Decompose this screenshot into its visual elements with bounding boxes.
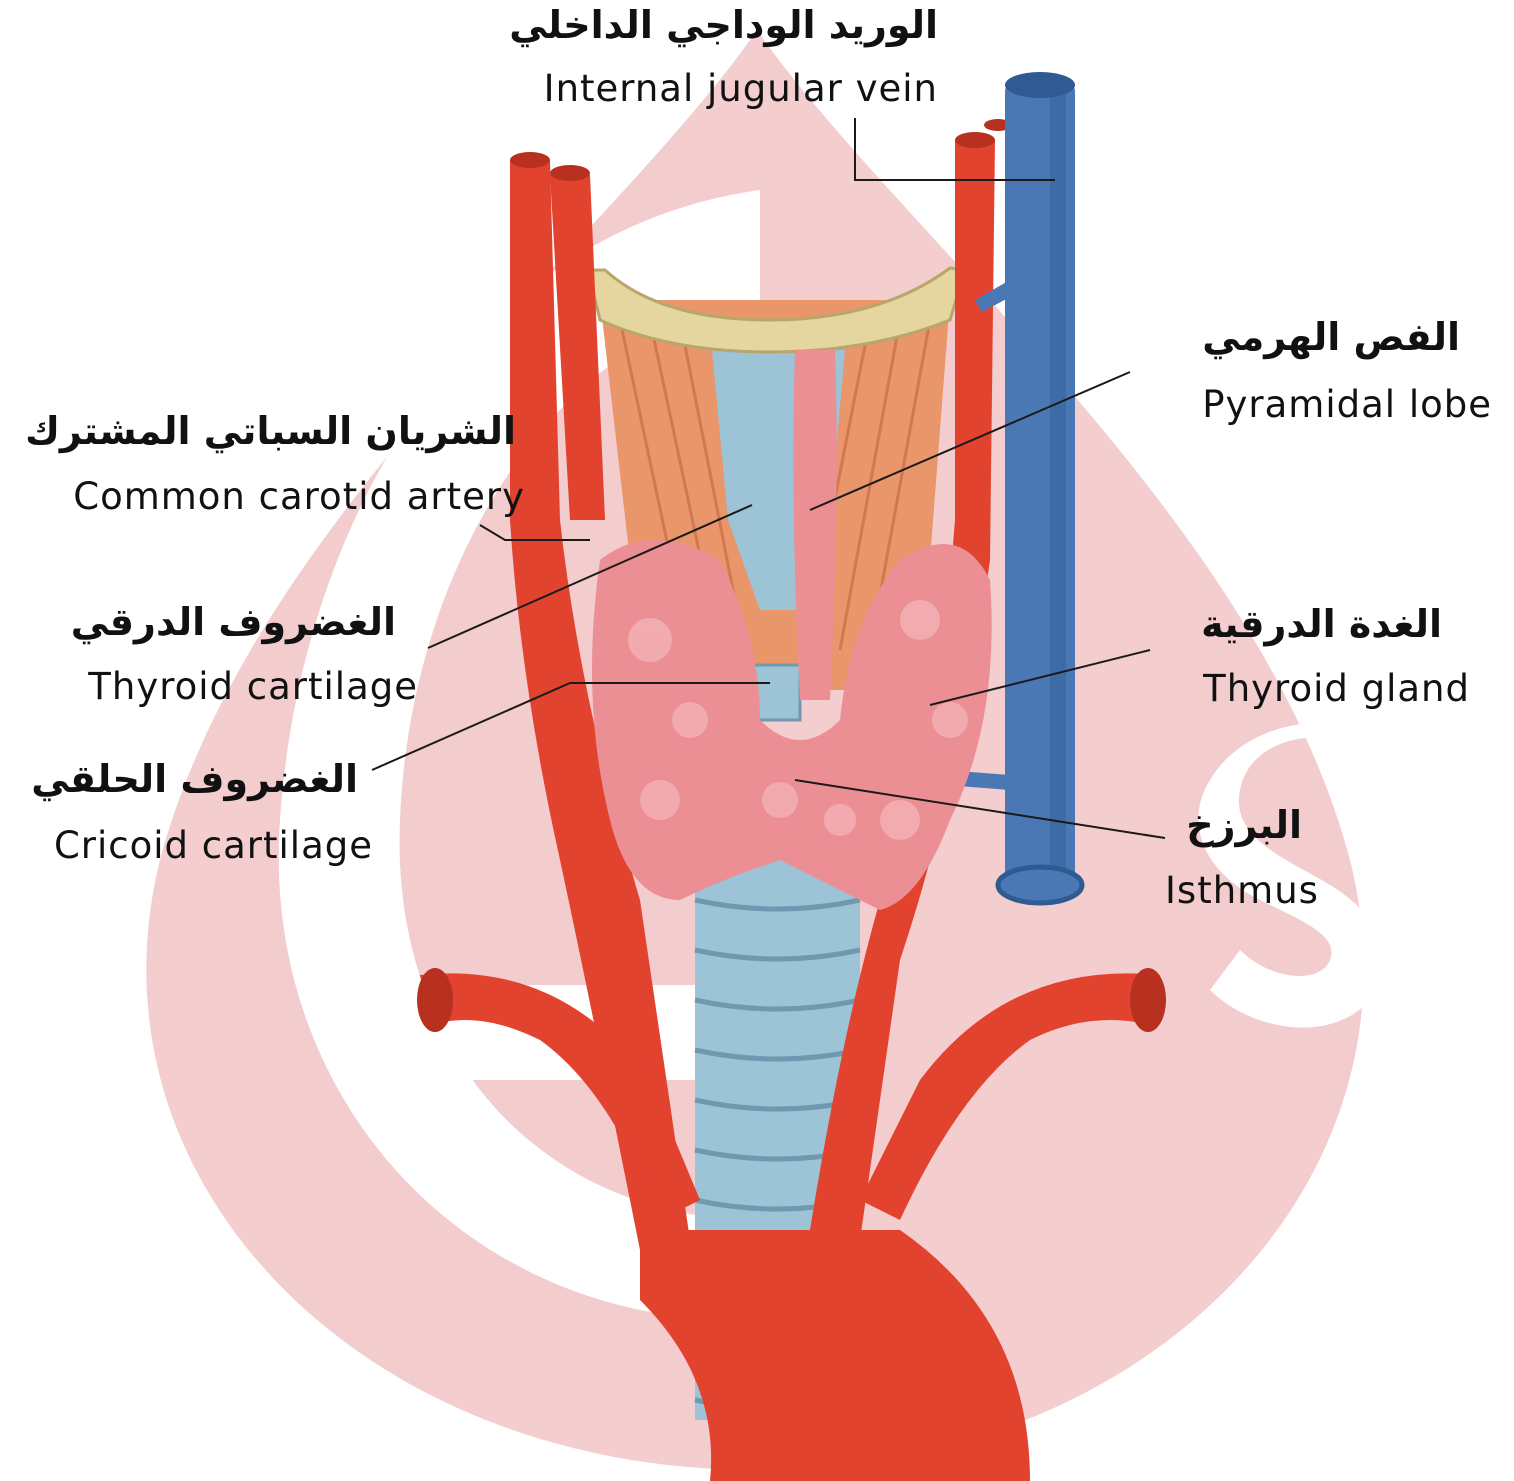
label-internal-jugular-vein-ar: الوريد الوداجي الداخلي xyxy=(509,6,938,44)
label-cricoid-cartilage-ar: الغضروف الحلقي xyxy=(31,760,358,798)
label-isthmus-en: Isthmus xyxy=(1165,872,1319,909)
label-cricoid-cartilage-en: Cricoid cartilage xyxy=(54,827,373,864)
label-thyroid-cartilage-en: Thyroid cartilage xyxy=(88,668,418,705)
label-internal-jugular-vein-en: Internal jugular vein xyxy=(544,70,938,107)
label-thyroid-gland-ar: الغدة الدرقية xyxy=(1201,605,1442,643)
pyramidal-lobe-shape xyxy=(793,350,836,700)
label-thyroid-gland-en: Thyroid gland xyxy=(1203,670,1470,707)
label-common-carotid-artery-en: Common carotid artery xyxy=(73,478,525,515)
label-thyroid-cartilage-ar: الغضروف الدرقي xyxy=(71,603,396,641)
label-pyramidal-lobe-ar: الفص الهرمي xyxy=(1202,318,1460,356)
label-pyramidal-lobe-en: Pyramidal lobe xyxy=(1202,386,1492,423)
label-common-carotid-artery-ar: الشريان السباتي المشترك xyxy=(25,412,516,450)
label-isthmus-ar: البرزخ xyxy=(1186,806,1302,844)
